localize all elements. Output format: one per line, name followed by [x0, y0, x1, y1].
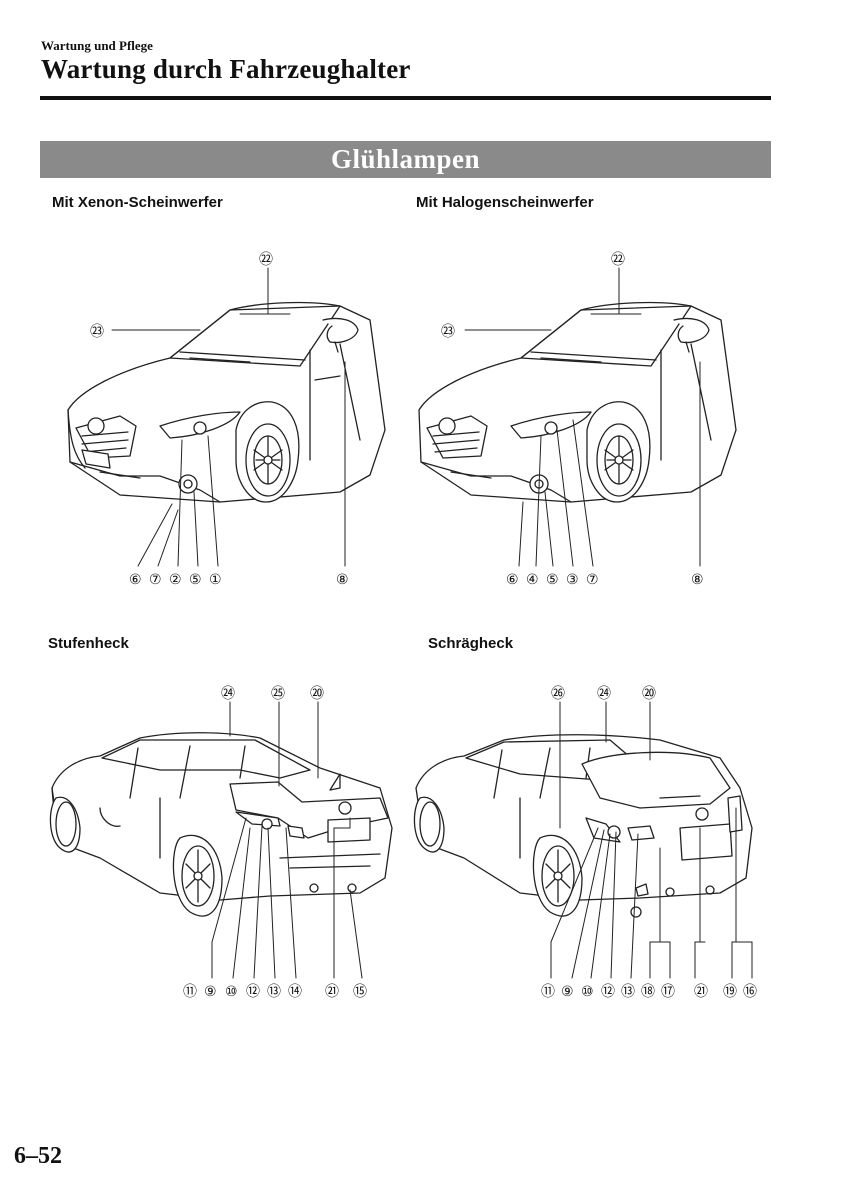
callout-7: ⑦	[586, 572, 599, 588]
title-divider	[40, 96, 771, 100]
callout-5: ⑤	[189, 572, 202, 588]
figure-caption-xenon: Mit Xenon-Scheinwerfer	[52, 194, 223, 211]
callout-24: ㉔	[221, 686, 235, 702]
figure-caption-schraegheck: Schrägheck	[428, 635, 514, 652]
callout-25: ㉕	[271, 686, 285, 702]
callout-12: ⑫	[601, 984, 615, 1000]
callout-2: ②	[169, 572, 182, 588]
section-title: Glühlampen	[330, 144, 481, 174]
callout-23: ㉓	[90, 324, 104, 340]
callout-20: ⑳	[642, 686, 656, 702]
figure-xenon-front: ㉒ ㉓ ⑥ ⑦ ② ⑤ ① ⑧	[40, 240, 400, 600]
callout-20: ⑳	[310, 686, 324, 702]
callout-10: ⑩	[581, 984, 594, 1000]
callout-22: ㉒	[259, 252, 273, 268]
callout-21: ㉑	[325, 984, 339, 1000]
car-rear-illustration	[49, 732, 393, 917]
page-number: 6–52	[14, 1143, 62, 1169]
callout-8: ⑧	[691, 572, 704, 588]
callout-15: ⑮	[353, 984, 367, 1000]
figure-schraegheck-rear: ㉖ ㉔ ⑳ ⑪ ⑨ ⑩ ⑫ ⑬ ⑱ ⑰ ㉑ ⑲ ⑯	[410, 678, 780, 1008]
callout-16: ⑯	[743, 984, 757, 1000]
callout-23: ㉓	[441, 324, 455, 340]
callout-4: ④	[526, 572, 539, 588]
callout-14: ⑭	[288, 984, 302, 1000]
callout-19: ⑲	[723, 984, 737, 1000]
callout-22: ㉒	[611, 252, 625, 268]
figure-stufenheck-rear: ㉔ ㉕ ⑳ ⑪ ⑨ ⑩ ⑫ ⑬ ⑭ ㉑ ⑮	[40, 678, 410, 1008]
callout-21: ㉑	[694, 984, 708, 1000]
callout-3: ③	[566, 572, 579, 588]
section-header-band: Glühlampen	[40, 141, 771, 178]
callout-7: ⑦	[149, 572, 162, 588]
callout-9: ⑨	[204, 984, 217, 1000]
car-front-illustration	[67, 301, 386, 503]
callout-5: ⑤	[546, 572, 559, 588]
page-title: Wartung durch Fahrzeughalter	[41, 54, 411, 84]
callout-8: ⑧	[336, 572, 349, 588]
callout-13: ⑬	[621, 984, 635, 1000]
callout-10: ⑩	[225, 984, 238, 1000]
callout-11: ⑪	[541, 984, 555, 1000]
callout-6: ⑥	[506, 572, 519, 588]
callout-1: ①	[209, 572, 222, 588]
callout-18: ⑱	[641, 984, 655, 1000]
car-front-illustration	[418, 301, 737, 503]
callout-12: ⑫	[246, 984, 260, 1000]
callout-24: ㉔	[597, 686, 611, 702]
callout-13: ⑬	[267, 984, 281, 1000]
figure-halogen-front: ㉒ ㉓ ⑥ ④ ⑤ ③ ⑦ ⑧	[405, 240, 765, 600]
callout-6: ⑥	[129, 572, 142, 588]
figure-caption-stufenheck: Stufenheck	[48, 635, 129, 652]
callout-11: ⑪	[183, 984, 197, 1000]
callout-9: ⑨	[561, 984, 574, 1000]
car-rear-illustration	[413, 734, 753, 918]
callout-17: ⑰	[661, 984, 675, 1000]
breadcrumb: Wartung und Pflege	[41, 38, 153, 53]
callout-26: ㉖	[551, 686, 565, 702]
figure-caption-halogen: Mit Halogenscheinwerfer	[416, 194, 594, 211]
